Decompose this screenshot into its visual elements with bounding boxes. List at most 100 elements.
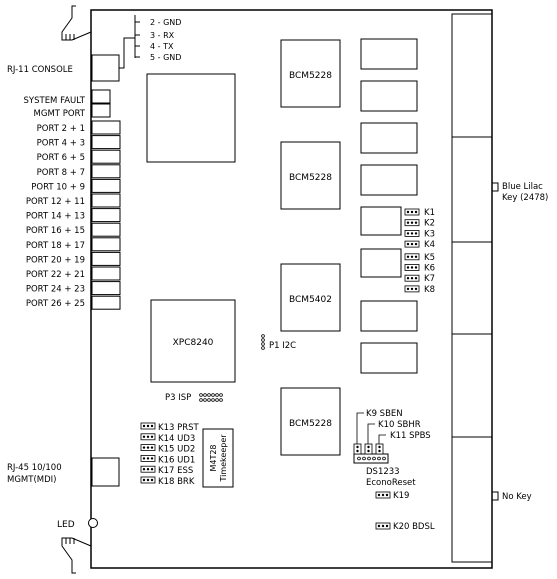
console-label: RJ-11 CONSOLE <box>7 65 73 75</box>
jumper-pin <box>367 449 370 453</box>
jumper-pin <box>414 242 418 246</box>
header-pin <box>219 393 223 397</box>
header-pin <box>215 393 219 397</box>
m4t28-timekeeper-chip <box>202 428 234 488</box>
jumper-left-label: K14 UD3 <box>158 434 195 444</box>
jumper-right-label: K7 <box>424 274 435 284</box>
console-pin-labels: 2 - GND 3 - RX 4 - TX 5 - GND <box>150 18 181 62</box>
jumper-left-label: K13 PRST <box>158 423 200 433</box>
jumper-pin <box>378 445 381 449</box>
header-pin <box>372 456 376 461</box>
xpc8240-chip <box>150 299 236 383</box>
jumper-pins <box>404 274 420 282</box>
component-box <box>360 342 418 374</box>
port-label: PORT 8 + 7 <box>37 168 85 178</box>
jumper-pin <box>414 210 418 214</box>
edge-connector <box>451 13 499 563</box>
header-pin <box>207 393 211 397</box>
header-pin <box>261 338 265 342</box>
header-pin <box>215 398 219 402</box>
header-pin <box>203 398 207 402</box>
port-led-box <box>91 135 121 150</box>
mgmt-port-led <box>91 103 111 118</box>
jumper-pin <box>146 435 150 438</box>
jumper-pin <box>410 221 414 224</box>
header-pin <box>199 398 203 402</box>
rj45-label-line2: MGMT(MDI) <box>7 475 56 485</box>
jumper-pin <box>142 446 146 449</box>
jumper-pin <box>146 468 150 471</box>
header-pin <box>261 334 265 338</box>
no-key-label: No Key <box>502 492 532 502</box>
header-pin <box>357 456 361 461</box>
port-label: PORT 14 + 13 <box>26 212 85 222</box>
header-pin <box>207 398 211 402</box>
jumper-pins <box>404 240 420 248</box>
jumper-pin <box>150 424 154 428</box>
jumper-pin <box>377 493 381 497</box>
port-label: PORT 10 + 9 <box>31 182 85 192</box>
jumper-pins <box>404 264 420 271</box>
port-label: PORT 18 + 17 <box>26 241 85 251</box>
jumper-pin <box>150 435 154 438</box>
ds1233-label-line2: EconoReset <box>366 478 416 488</box>
jumper-pins <box>404 208 420 216</box>
jumper-pin <box>414 266 418 269</box>
component-box <box>360 122 418 154</box>
jumper-pin <box>410 242 414 246</box>
component-box-small <box>360 206 402 236</box>
console-pin-5: 5 - GND <box>150 53 181 62</box>
k9-k11-leaders <box>356 412 386 444</box>
jumper-pin <box>142 478 146 482</box>
jumper-right-label: K6 <box>424 264 435 274</box>
k9-label: K9 SBEN <box>366 409 403 419</box>
jumper-right-label: K4 <box>424 240 435 250</box>
port-label: PORT 16 + 15 <box>26 226 85 236</box>
jumper-pin <box>146 446 150 449</box>
port-label: PORT 22 + 21 <box>26 270 85 280</box>
header-pin <box>261 342 265 346</box>
header-pin <box>203 393 207 397</box>
jumper-pin <box>377 524 381 528</box>
jumper-pin <box>406 277 410 280</box>
k20-label: K20 BDSL <box>393 522 435 532</box>
jumper-pins <box>140 422 156 430</box>
jumper-pin <box>385 524 389 528</box>
jumper-pin <box>406 210 410 214</box>
port-led-box <box>91 237 121 252</box>
console-pin-4: 4 - TX <box>150 42 174 51</box>
header-pin <box>261 346 265 350</box>
bcm5228-mid-label: BCM5228 <box>289 173 332 183</box>
jumper-right-label: K5 <box>424 253 435 263</box>
component-box <box>360 300 418 332</box>
jumper-pins <box>404 253 420 261</box>
header-pin <box>377 456 381 461</box>
port-led-box <box>91 208 121 223</box>
bcm5228-bottom-chip <box>280 387 341 456</box>
header-pins <box>199 393 223 397</box>
port-label: PORT 4 + 3 <box>37 139 85 149</box>
bcm5228-bottom-label: BCM5228 <box>289 419 332 429</box>
blue-key-label-line1: Blue Lilac <box>502 182 543 192</box>
rj45-label-line1: RJ-45 10/100 <box>7 463 62 473</box>
jumper-pins <box>375 522 391 530</box>
port-label: PORT 20 + 19 <box>26 255 85 265</box>
k10-label: K10 SBHR <box>378 420 421 430</box>
header-pin <box>382 456 386 461</box>
mgmt-port-label: MGMT PORT <box>34 109 86 119</box>
blue-key-label-line2: Key (2478) <box>502 193 548 203</box>
console-pin-3: 3 - RX <box>150 31 175 40</box>
jumper-pins <box>140 476 156 484</box>
jumper-pin <box>414 255 418 258</box>
jumper-right-label: K3 <box>424 229 435 239</box>
component-box <box>360 80 418 112</box>
header-pin <box>362 456 366 461</box>
k19-label: K19 <box>393 491 409 501</box>
jumper-pin <box>410 210 414 214</box>
jumper-pin <box>410 266 414 269</box>
jumper-left-label: K16 UD1 <box>158 455 195 465</box>
cpu-chip-top <box>146 73 236 163</box>
system-fault-label: SYSTEM FAULT <box>24 96 86 106</box>
jumper-pin <box>356 449 359 453</box>
